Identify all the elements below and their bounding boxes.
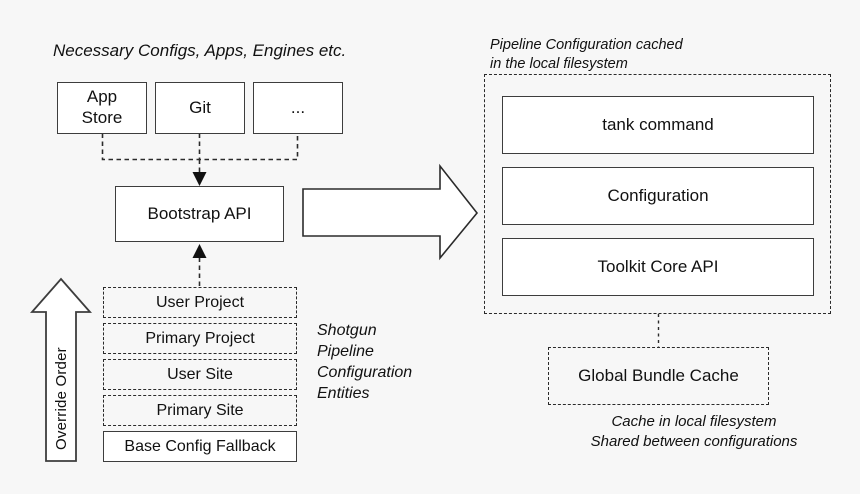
override-item-user-project[interactable]: User Project <box>103 287 297 318</box>
override-item-base-config-fallback-label: Base Config Fallback <box>124 437 276 455</box>
sources-caption: Necessary Configs, Apps, Engines etc. <box>53 41 347 60</box>
override-order-label: Override Order <box>53 347 70 450</box>
pipeline-item-toolkit-core-api[interactable]: Toolkit Core API <box>502 238 814 296</box>
source-box-app-store-label: App Store <box>81 87 123 127</box>
source-box-git-label: Git <box>189 97 211 117</box>
override-item-primary-project-label: Primary Project <box>145 329 255 347</box>
pipeline-item-tank-command[interactable]: tank command <box>502 96 814 154</box>
pipeline-item-tank-command-label: tank command <box>602 114 714 134</box>
source-box-ellipsis[interactable]: ... <box>253 82 343 134</box>
arrowhead-into-bootstrap-bottom <box>192 244 207 258</box>
override-item-primary-site[interactable]: Primary Site <box>103 395 297 426</box>
pipeline-item-toolkit-core-api-label: Toolkit Core API <box>597 256 719 276</box>
override-item-user-site-label: User Site <box>167 365 233 383</box>
pipeline-item-configuration[interactable]: Configuration <box>502 167 814 225</box>
bootstrap-api-box[interactable]: Bootstrap API <box>115 186 284 242</box>
bootstrap-to-cache-arrow <box>302 163 479 261</box>
pipeline-item-configuration-label: Configuration <box>607 185 709 205</box>
source-box-app-store[interactable]: App Store <box>57 82 147 134</box>
arrowhead-into-bootstrap <box>192 172 207 186</box>
override-item-user-site[interactable]: User Site <box>103 359 297 390</box>
override-item-primary-project[interactable]: Primary Project <box>103 323 297 354</box>
override-item-user-project-label: User Project <box>155 293 245 311</box>
global-bundle-cache-box[interactable]: Global Bundle Cache <box>548 347 769 405</box>
global-bundle-cache-caption: Cache in local filesystem Shared between… <box>590 413 798 450</box>
override-item-base-config-fallback[interactable]: Base Config Fallback <box>103 431 297 462</box>
shotgun-entities-caption: Shotgun Pipeline Configuration Entities <box>317 322 413 403</box>
source-box-git[interactable]: Git <box>155 82 245 134</box>
override-item-primary-site-label: Primary Site <box>156 401 244 419</box>
bootstrap-api-label: Bootstrap API <box>147 203 252 223</box>
source-box-ellipsis-label: ... <box>290 97 306 117</box>
global-bundle-cache-label: Global Bundle Cache <box>578 365 739 385</box>
pipeline-cache-caption: Pipeline Configuration cached in the loc… <box>490 37 683 73</box>
